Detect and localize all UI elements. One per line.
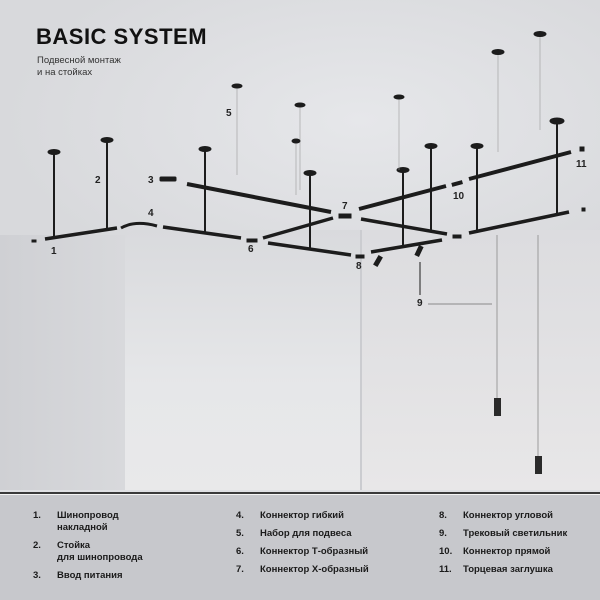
track-system-illustration (31, 31, 586, 474)
callout-2: 2 (95, 175, 101, 186)
legend-item: 4. Коннектор гибкий (236, 510, 369, 522)
legend-number: 5. (236, 528, 244, 539)
right-wall (360, 230, 600, 490)
callout-3: 3 (148, 175, 154, 186)
legend-label: Набор для подвеса (260, 528, 352, 539)
callout-1: 1 (51, 246, 57, 257)
callout-7: 7 (342, 201, 348, 212)
callout-9: 9 (417, 298, 423, 309)
callout-4: 4 (148, 208, 154, 219)
legend-number: 4. (236, 510, 244, 521)
front-wall (125, 230, 360, 490)
legend-number: 2. (33, 540, 41, 551)
legend-number: 11. (439, 564, 452, 575)
legend-item: 5. Набор для подвеса (236, 528, 369, 540)
legend-number: 7. (236, 564, 244, 575)
divider (0, 492, 600, 494)
page-subtitle: Подвесной монтаж и на стойках (37, 55, 121, 79)
subtitle-line-1: Подвесной монтаж (37, 55, 121, 66)
legend-item: 1. Шинопровод накладной (33, 510, 143, 534)
legend-item: 3. Ввод питания (33, 570, 143, 582)
legend-label: Трековый светильник (463, 528, 568, 539)
legend-number: 9. (439, 528, 447, 539)
legend-label: Торцевая заглушка (463, 564, 553, 575)
legend-label: Коннектор прямой (463, 546, 551, 557)
legend-item: 8. Коннектор угловой (439, 510, 567, 522)
legend-item: 2. Стойка для шинопровода (33, 540, 143, 564)
legend-item: 6. Коннектор Т-образный (236, 546, 369, 558)
legend-label: Коннектор Х-образный (260, 564, 369, 575)
legend-label: Ввод питания (57, 570, 123, 581)
callout-6: 6 (248, 244, 254, 255)
components-legend: 1. Шинопровод накладной 2. Стойка для ши… (0, 495, 600, 600)
legend-item: 11. Торцевая заглушка (439, 564, 567, 576)
legend-number: 1. (33, 510, 41, 521)
legend-column-3: 8. Коннектор угловой 9. Трековый светиль… (439, 510, 567, 582)
legend-number: 8. (439, 510, 447, 521)
callout-5: 5 (226, 108, 232, 119)
legend-item: 9. Трековый светильник (439, 528, 567, 540)
legend-label: Коннектор Т-образный (260, 546, 369, 557)
legend-label: Шинопровод накладной (57, 510, 119, 533)
left-wall (0, 235, 125, 490)
legend-column-2: 4. Коннектор гибкий 5. Набор для подвеса… (236, 510, 369, 582)
legend-number: 6. (236, 546, 244, 557)
legend-item: 7. Коннектор Х-образный (236, 564, 369, 576)
legend-label: Коннектор угловой (463, 510, 553, 521)
legend-number: 3. (33, 570, 41, 581)
callout-11: 11 (576, 159, 587, 170)
divider-highlight (0, 494, 600, 495)
callout-8: 8 (356, 261, 362, 272)
legend-item: 10. Коннектор прямой (439, 546, 567, 558)
subtitle-line-2: и на стойках (37, 67, 93, 78)
page-title: BASIC SYSTEM (36, 24, 208, 49)
callout-10: 10 (453, 191, 465, 202)
legend-column-1: 1. Шинопровод накладной 2. Стойка для ши… (33, 510, 143, 588)
wall-corner (360, 230, 362, 490)
legend-number: 10. (439, 546, 453, 557)
legend-label: Коннектор гибкий (260, 510, 344, 521)
track-surface-mounted (31, 137, 118, 243)
legend-label: Стойка для шинопровода (57, 540, 143, 563)
